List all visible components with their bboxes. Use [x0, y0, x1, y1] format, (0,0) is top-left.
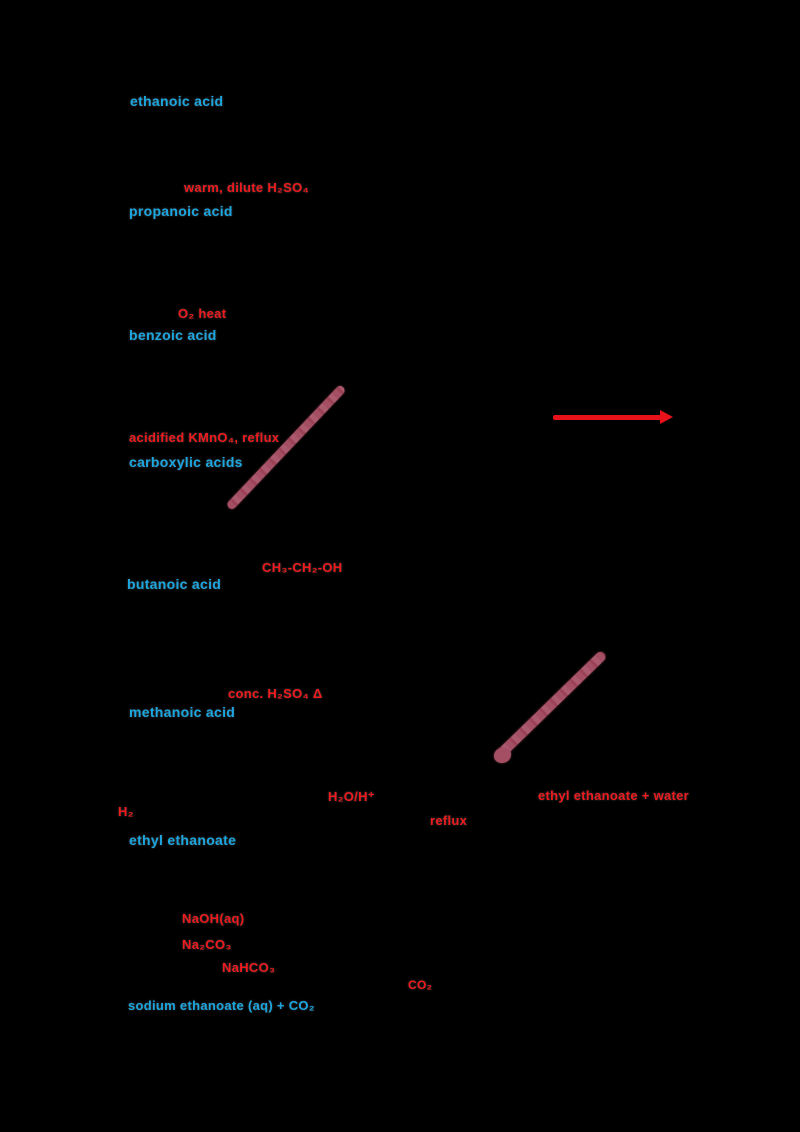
formula-label-5: CH₃-CH₂-OH — [262, 560, 343, 575]
gas-label-8: CO₂ — [408, 978, 433, 992]
marker-arrow-icon — [225, 384, 347, 511]
below-arrow-label-7: reflux — [430, 813, 468, 828]
gas-label-7: H₂ — [118, 804, 134, 819]
above-arrow-label-7: H₂O/H⁺ — [328, 789, 375, 804]
compound-label-2: propanoic acid — [129, 203, 233, 219]
compound-label-5: butanoic acid — [127, 576, 222, 592]
reagent-line1-label-8: NaOH(aq) — [182, 911, 245, 926]
reaction-arrow-head-icon — [660, 410, 673, 424]
marker-arrow-icon — [494, 649, 608, 761]
reagent-label-4: acidified KMnO₄, reflux — [129, 430, 280, 445]
reagent-label-3: O₂ heat — [178, 306, 227, 321]
compound-label-6: methanoic acid — [129, 704, 236, 720]
reagent-label-2: warm, dilute H₂SO₄ — [184, 180, 310, 195]
marker-blob-icon — [494, 748, 511, 763]
products-label-7: ethyl ethanoate + water — [538, 788, 690, 803]
reagent-line2-label-8: Na₂CO₃ — [182, 937, 232, 952]
compound-label-7: ethyl ethanoate — [129, 832, 237, 848]
reagent-label-6: conc. H₂SO₄ Δ — [228, 686, 323, 701]
compound-label-3: benzoic acid — [129, 327, 217, 343]
caption-label-8: sodium ethanoate (aq) + CO₂ — [128, 998, 315, 1013]
reaction-arrow-line — [553, 415, 661, 420]
compound-label-4: carboxylic acids — [129, 454, 243, 470]
reagent-line3-label-8: NaHCO₃ — [222, 960, 276, 975]
compound-label-1: ethanoic acid — [130, 93, 224, 109]
